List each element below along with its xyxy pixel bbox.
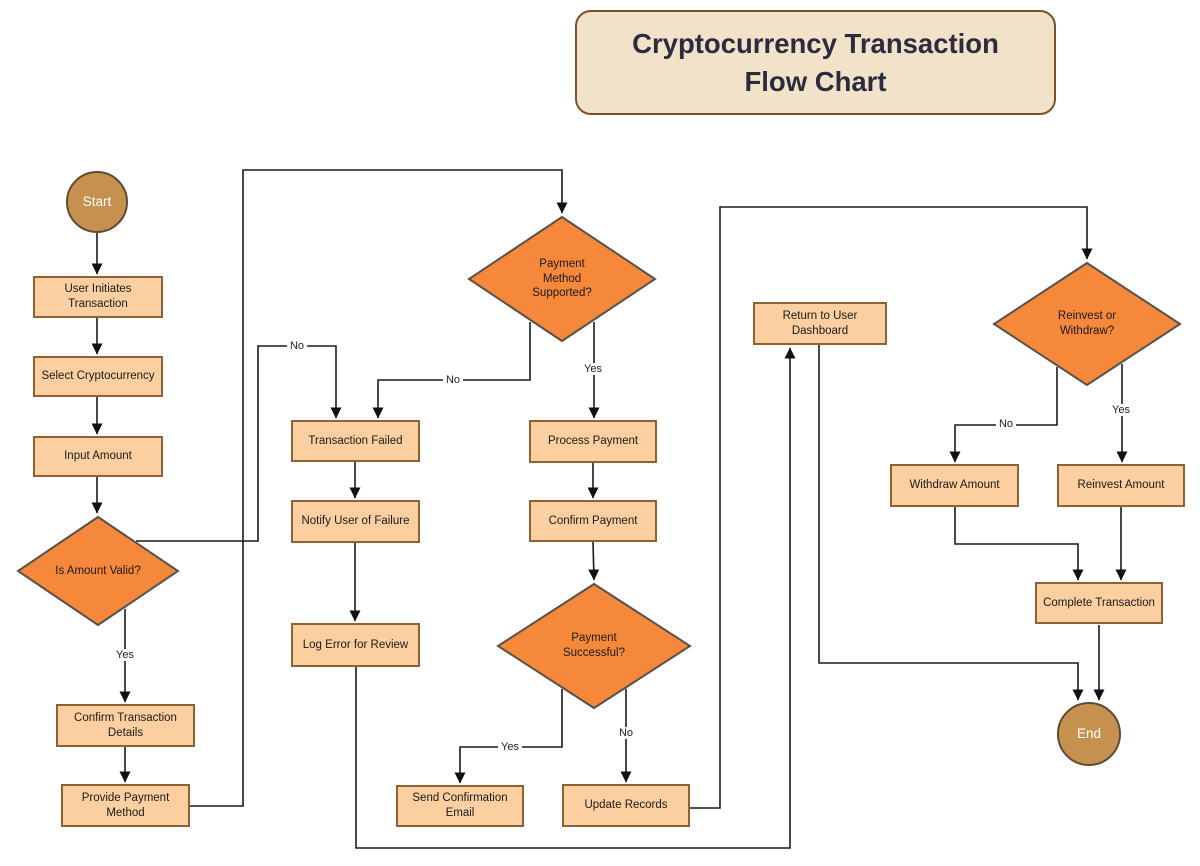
decision-is-amount-valid: Is Amount Valid? xyxy=(16,515,180,627)
edge-label-success-no: No xyxy=(615,727,637,739)
node-start: Start xyxy=(66,171,128,233)
node-update-records: Update Records xyxy=(562,784,690,827)
diamond-shape xyxy=(992,261,1182,387)
node-send-confirmation-email: Send Confirmation Email xyxy=(396,785,524,827)
node-provide-payment-method: Provide Payment Method xyxy=(61,784,190,827)
diamond-shape xyxy=(496,582,692,710)
decision-payment-method-supported: Payment Method Supported? xyxy=(467,215,657,343)
edge-withdraw-to-complete xyxy=(954,507,1084,581)
node-label: Confirm Payment xyxy=(548,514,638,527)
node-label: End xyxy=(1076,726,1102,742)
node-label: Withdraw Amount xyxy=(909,479,1000,492)
node-label: Send Confirmation Email xyxy=(412,792,508,819)
node-reinvest-amount: Reinvest Amount xyxy=(1057,464,1185,507)
decision-payment-successful: Payment Successful? xyxy=(496,582,692,710)
node-label: Is Amount Valid? xyxy=(55,564,141,577)
edge-update-to-reinvest-decision xyxy=(690,206,1093,809)
node-label: Return to User Dashboard xyxy=(782,309,858,337)
node-end: End xyxy=(1057,702,1121,766)
node-label: Payment Method Supported? xyxy=(532,257,592,300)
edge-dashboard-to-end xyxy=(818,345,1084,701)
diamond-shape xyxy=(16,515,180,627)
node-notify-user-of-failure: Notify User of Failure xyxy=(291,500,420,543)
edge-valid-no xyxy=(136,345,342,542)
node-label: Transaction Failed xyxy=(308,434,403,447)
node-label: Update Records xyxy=(584,799,668,812)
edge-label-valid-no: No xyxy=(286,340,308,352)
node-label: Select Cryptocurrency xyxy=(41,370,155,383)
node-label: User Initiates Transaction xyxy=(64,283,132,310)
edge-provide-to-supported xyxy=(190,169,568,807)
node-log-error-for-review: Log Error for Review xyxy=(291,623,420,667)
node-label: Provide Payment Method xyxy=(81,791,170,819)
edge-label-valid-yes: Yes xyxy=(113,649,137,661)
edge-label-supported-yes: Yes xyxy=(581,363,605,375)
node-label: Notify User of Failure xyxy=(301,515,410,528)
node-return-to-user-dashboard: Return to User Dashboard xyxy=(753,302,887,345)
edge-label-reinvest-no: No xyxy=(995,418,1017,430)
node-withdraw-amount: Withdraw Amount xyxy=(890,464,1019,507)
edge-label-success-yes: Yes xyxy=(498,741,522,753)
node-label: Complete Transaction xyxy=(1043,596,1155,609)
node-label: Process Payment xyxy=(547,435,639,448)
node-complete-transaction: Complete Transaction xyxy=(1035,582,1163,624)
node-select-cryptocurrency: Select Cryptocurrency xyxy=(33,356,163,397)
node-label: Reinvest Amount xyxy=(1077,479,1165,492)
decision-reinvest-or-withdraw: Reinvest or Withdraw? xyxy=(992,261,1182,387)
node-user-initiates-transaction: User Initiates Transaction xyxy=(33,276,163,318)
chart-title-text: Cryptocurrency Transaction Flow Chart xyxy=(632,28,999,97)
edge-label-reinvest-yes: Yes xyxy=(1109,404,1133,416)
node-label: Start xyxy=(82,194,112,210)
node-label: Input Amount xyxy=(64,450,132,463)
edge-log-error-to-dashboard xyxy=(355,347,796,849)
edge-label-supported-no: No xyxy=(442,374,464,386)
node-input-amount: Input Amount xyxy=(33,436,163,477)
chart-title: Cryptocurrency Transaction Flow Chart xyxy=(575,10,1056,115)
node-confirm-payment: Confirm Payment xyxy=(529,500,657,542)
node-label: Log Error for Review xyxy=(302,638,409,651)
edge-confirm-to-successful xyxy=(588,541,600,581)
node-transaction-failed: Transaction Failed xyxy=(291,420,420,462)
node-process-payment: Process Payment xyxy=(529,420,657,463)
diamond-shape xyxy=(467,215,657,343)
node-label: Payment Successful? xyxy=(562,632,625,659)
node-confirm-transaction-details: Confirm Transaction Details xyxy=(56,704,195,747)
node-label: Reinvest or Withdraw? xyxy=(1057,310,1117,337)
node-label: Confirm Transaction Details xyxy=(74,711,177,739)
